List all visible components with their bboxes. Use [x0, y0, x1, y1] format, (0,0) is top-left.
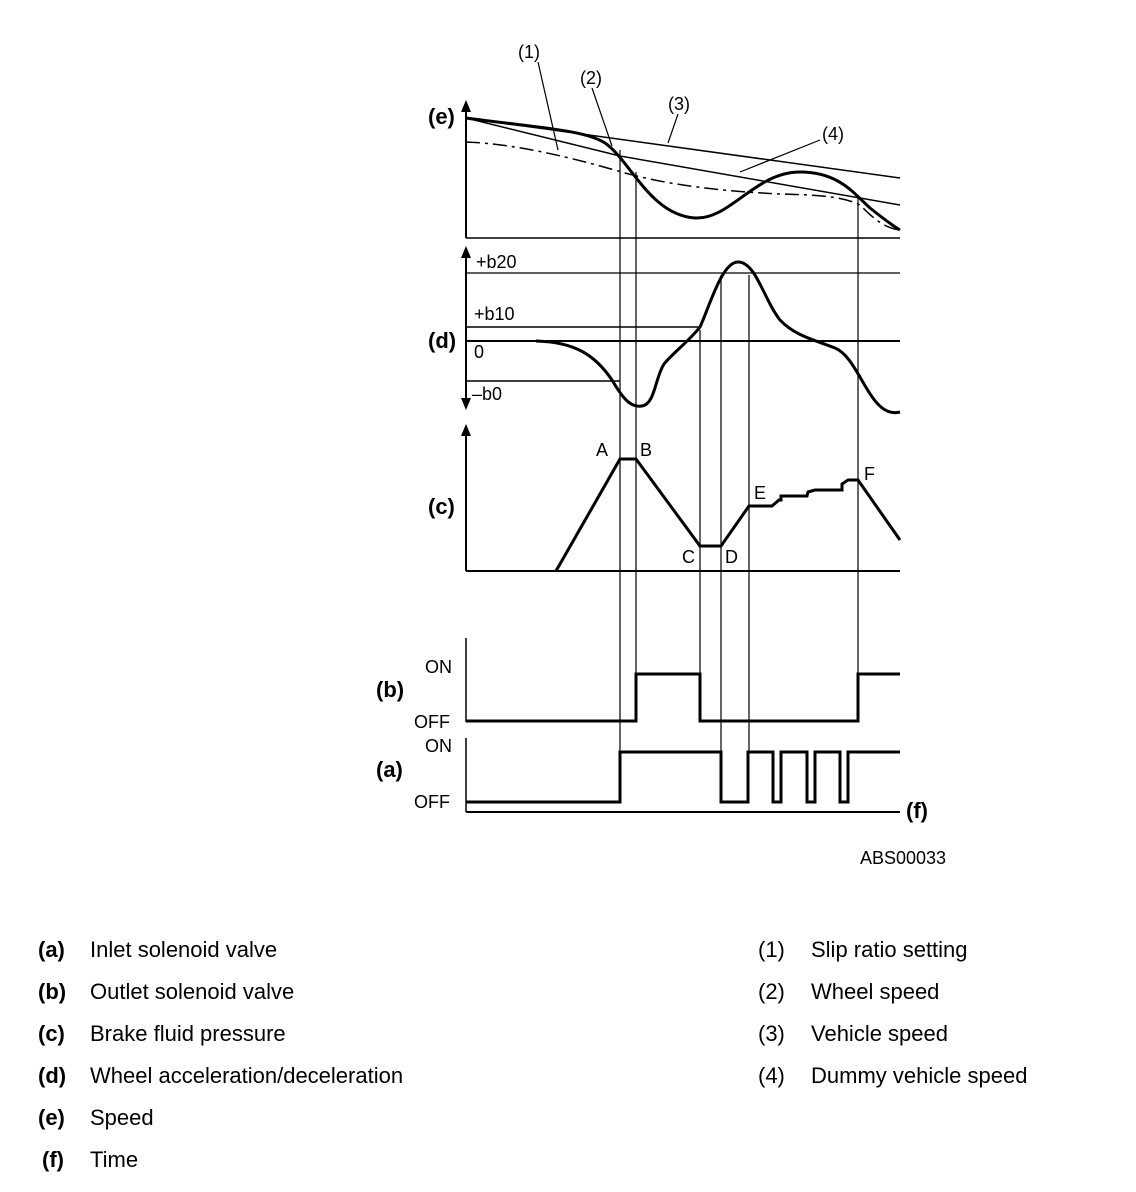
- point-F: F: [864, 464, 875, 484]
- legend-text: Wheel speed: [811, 979, 940, 1004]
- level-label-zero: 0: [474, 342, 484, 362]
- legend-right: (1) Slip ratio setting (2) Wheel speed (…: [758, 936, 1118, 1106]
- legend-text: Brake fluid pressure: [90, 1021, 286, 1046]
- inlet-valve-signal: [466, 750, 900, 804]
- level-label-b20: +b20: [476, 252, 517, 272]
- timing-guides: [619, 150, 859, 752]
- legend-key: (4): [758, 1063, 785, 1088]
- outlet-off-label: OFF: [414, 712, 450, 732]
- legend-text: Speed: [90, 1105, 154, 1130]
- speed-panel: (e) (1) (2) (3) (4): [428, 42, 901, 239]
- outlet-valve-panel: ON OFF (b): [376, 638, 900, 732]
- point-C: C: [682, 547, 695, 567]
- point-E: E: [754, 483, 766, 503]
- wheel-acceleration-curve: [535, 260, 901, 415]
- legend-key: (a): [38, 937, 65, 962]
- acceleration-panel: +b20 +b10 0 –b0 (d): [428, 246, 901, 415]
- axis-label-a: (a): [376, 757, 403, 782]
- legend-text: Outlet solenoid valve: [90, 979, 295, 1004]
- axis-label-c: (c): [428, 494, 455, 519]
- legend-key: (d): [38, 1063, 67, 1088]
- callout-2: (2): [580, 68, 602, 88]
- legend-left: (a) Inlet solenoid valve (b) Outlet sole…: [38, 936, 598, 1186]
- callout-4: (4): [822, 124, 844, 144]
- legend-key: (b): [38, 979, 67, 1004]
- axis-label-d: (d): [428, 328, 456, 353]
- inlet-on-label: ON: [425, 736, 452, 756]
- legend-key: (2): [758, 979, 785, 1004]
- figure-id: ABS00033: [860, 848, 946, 868]
- point-A: A: [596, 440, 608, 460]
- legend-key: (3): [758, 1021, 785, 1046]
- inlet-valve-panel: ON OFF (a) (f): [376, 736, 928, 823]
- pressure-y-arrow: [461, 424, 471, 436]
- legend-key: (f): [42, 1147, 64, 1172]
- legend-text: Slip ratio setting: [811, 937, 968, 962]
- legend-key: (c): [38, 1021, 65, 1046]
- callout-leader-1: [537, 61, 559, 151]
- point-B: B: [640, 440, 652, 460]
- inlet-off-label: OFF: [414, 792, 450, 812]
- level-label-b0: –b0: [472, 384, 502, 404]
- legend-text: Dummy vehicle speed: [811, 1063, 1028, 1088]
- outlet-valve-signal: [466, 672, 900, 723]
- callout-1: (1): [518, 42, 540, 62]
- speed-y-arrow: [461, 100, 471, 112]
- legend-text: Wheel acceleration/deceleration: [90, 1063, 404, 1088]
- legend-key: (1): [758, 937, 785, 962]
- pressure-panel: (c) A B C D E F: [428, 424, 902, 572]
- abs-control-timing-diagram: (e) (1) (2) (3) (4) +b20 +b10 0 –b0 (d): [376, 42, 946, 868]
- callout-3: (3): [668, 94, 690, 114]
- legend-text: Time: [90, 1147, 139, 1172]
- legend-key: (e): [38, 1105, 65, 1130]
- outlet-on-label: ON: [425, 657, 452, 677]
- wheel-speed-curve: [465, 116, 901, 232]
- axis-label-b: (b): [376, 677, 404, 702]
- axis-label-e: (e): [428, 104, 455, 129]
- point-D: D: [725, 547, 738, 567]
- legend-text: Inlet solenoid valve: [90, 937, 278, 962]
- callout-leader-3: [667, 113, 679, 144]
- accel-y-arrow-up: [461, 246, 471, 258]
- legend-text: Vehicle speed: [811, 1021, 948, 1046]
- level-label-b10: +b10: [474, 304, 515, 324]
- axis-label-f: (f): [906, 798, 928, 823]
- callout-leader-4: [739, 139, 821, 173]
- callout-leader-2: [591, 87, 613, 147]
- accel-y-arrow-down: [461, 398, 471, 410]
- brake-pressure-curve: [554, 457, 902, 572]
